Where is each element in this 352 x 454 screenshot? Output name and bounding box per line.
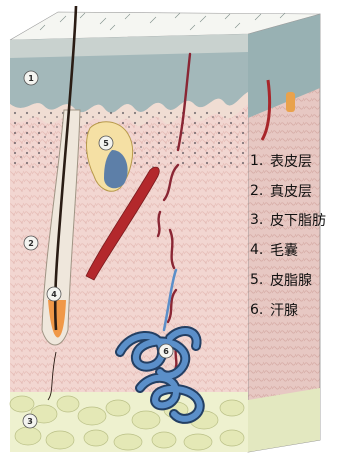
marker-4-text: 4 [51,290,57,299]
legend-label: 毛囊 [270,240,298,260]
marker-4: 4 [47,287,61,301]
legend-item-5: 5.皮脂腺 [250,265,350,295]
legend: 1.表皮层 2.真皮层 3.皮下脂肪 4.毛囊 5.皮脂腺 6.汗腺 [250,146,350,325]
legend-number: 6. [250,302,270,318]
fat-layer [10,392,248,452]
marker-5-text: 5 [103,139,109,148]
marker-2: 2 [24,236,38,250]
marker-1-text: 1 [28,74,34,83]
legend-number: 3. [250,212,270,228]
marker-1: 1 [24,71,38,85]
marker-5: 5 [99,136,113,150]
legend-number: 1. [250,153,270,169]
legend-item-2: 2.真皮层 [250,176,350,206]
legend-number: 5. [250,272,270,288]
legend-label: 皮下脂肪 [270,210,326,230]
marker-3-text: 3 [27,417,33,426]
legend-number: 2. [250,183,270,199]
legend-label: 表皮层 [270,151,312,171]
legend-label: 皮脂腺 [270,270,312,290]
legend-item-4: 4.毛囊 [250,235,350,265]
marker-3: 3 [23,414,37,428]
legend-label: 真皮层 [270,181,312,201]
legend-item-6: 6.汗腺 [250,295,350,325]
marker-6: 6 [159,344,173,358]
legend-label: 汗腺 [270,300,298,320]
legend-item-1: 1.表皮层 [250,146,350,176]
legend-item-3: 3.皮下脂肪 [250,206,350,236]
marker-2-text: 2 [28,239,34,248]
marker-6-text: 6 [163,347,169,356]
legend-number: 4. [250,242,270,258]
